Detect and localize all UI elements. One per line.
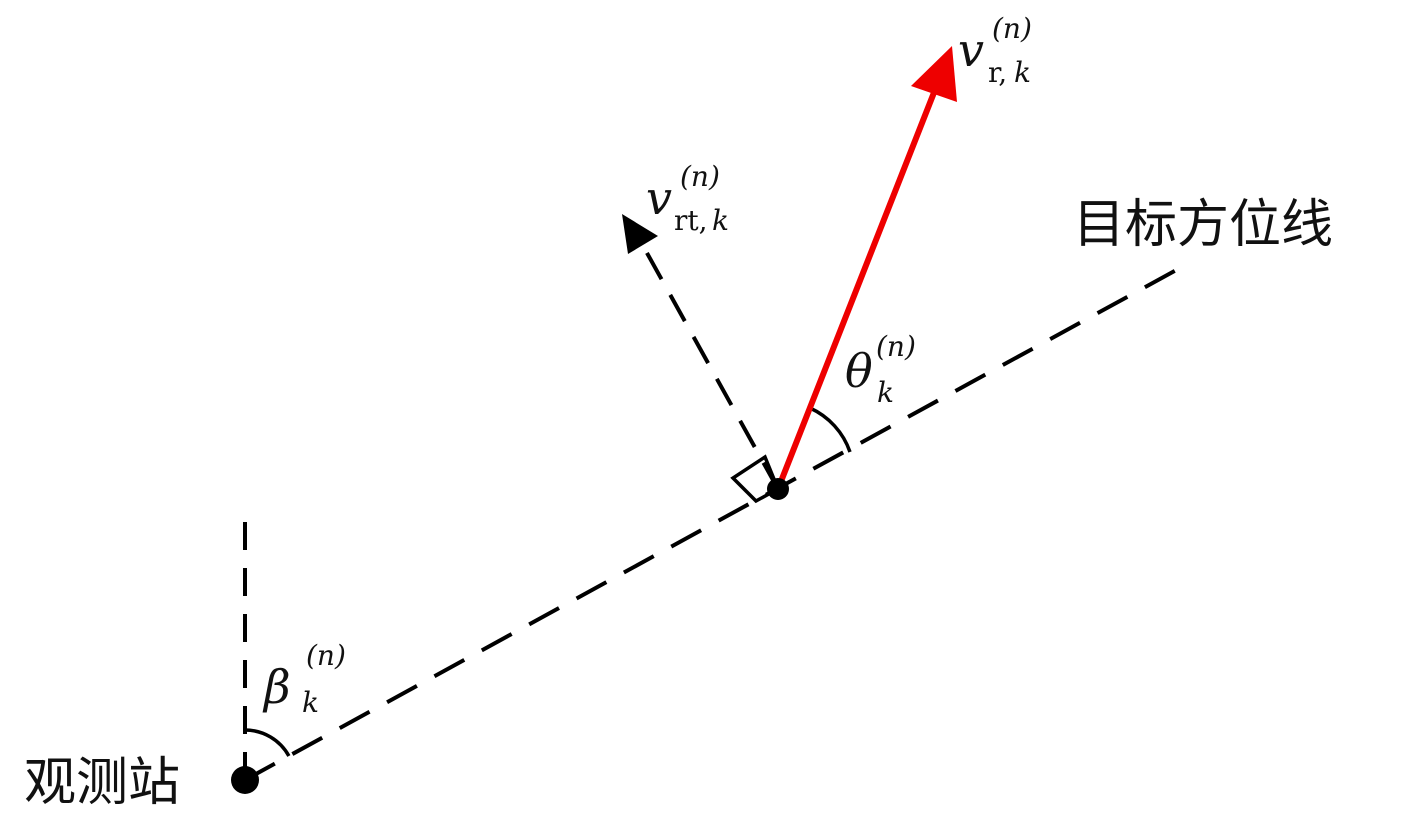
- svg-text:rt,: rt,: [674, 204, 708, 237]
- tangential-velocity-line: [640, 243, 780, 490]
- svg-text:k: k: [302, 686, 319, 719]
- theta-angle-arc: [809, 406, 852, 453]
- radial-velocity-label: v (n) r, k: [958, 12, 1032, 89]
- svg-text:(n): (n): [876, 330, 916, 363]
- tangential-velocity-arrowhead: [622, 214, 658, 254]
- target-bearing-line: [244, 266, 1181, 782]
- svg-text:(n): (n): [306, 639, 346, 672]
- beta-label: β (n) k: [262, 639, 346, 719]
- station-point: [231, 766, 259, 794]
- radial-velocity-line: [775, 88, 938, 491]
- theta-label: θ (n) k: [845, 330, 916, 409]
- svg-text:(n): (n): [992, 12, 1032, 45]
- svg-text:v: v: [646, 171, 672, 225]
- svg-text:k: k: [1014, 56, 1031, 89]
- svg-text:v: v: [958, 23, 984, 77]
- svg-text:β: β: [262, 660, 291, 714]
- tangential-velocity-label: v (n) rt, k: [646, 160, 729, 237]
- svg-text:k: k: [877, 376, 894, 409]
- station-label: 观测站: [24, 753, 180, 813]
- beta-angle-arc: [244, 728, 291, 757]
- bearing-line-label: 目标方位线: [1073, 195, 1333, 255]
- radial-velocity-arrowhead: [911, 46, 957, 102]
- svg-text:θ: θ: [845, 344, 873, 398]
- target-point: [767, 478, 789, 500]
- svg-text:k: k: [712, 204, 729, 237]
- svg-text:r,: r,: [988, 56, 1007, 89]
- svg-text:(n): (n): [680, 160, 720, 193]
